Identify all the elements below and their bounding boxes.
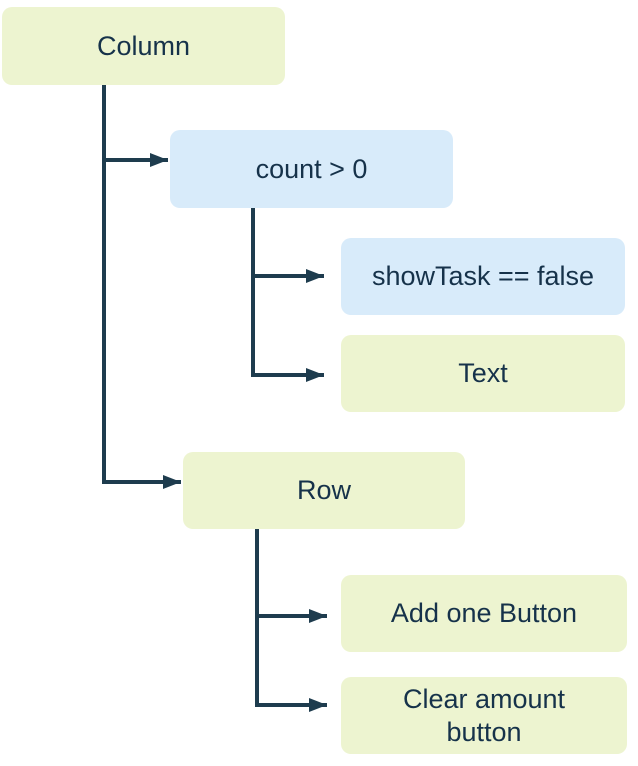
node-label-column: Column	[96, 30, 191, 61]
node-count: count > 0	[170, 130, 453, 208]
node-text: Text	[341, 335, 625, 412]
edge-row-to-clear	[255, 528, 327, 712]
node-label-clear: Clear amount button	[402, 683, 566, 747]
node-label-row: Row	[296, 475, 351, 506]
node-row: Row	[183, 452, 465, 529]
edge-group	[102, 84, 327, 712]
edge-count-to-text	[251, 207, 324, 382]
edge-count-to-showtask	[251, 207, 324, 283]
node-label-addone: Add one Button	[390, 598, 578, 629]
node-addone: Add one Button	[341, 575, 627, 652]
node-label-text: Text	[458, 358, 508, 389]
edge-column-to-count	[102, 84, 168, 167]
node-column: Column	[2, 7, 285, 85]
node-label-showtask: showTask == false	[371, 261, 595, 292]
node-label-count: count > 0	[255, 153, 368, 184]
node-showtask: showTask == false	[341, 238, 625, 315]
node-clear: Clear amount button	[341, 677, 627, 754]
edge-row-to-addone	[255, 528, 327, 623]
edge-column-to-row	[102, 84, 181, 489]
